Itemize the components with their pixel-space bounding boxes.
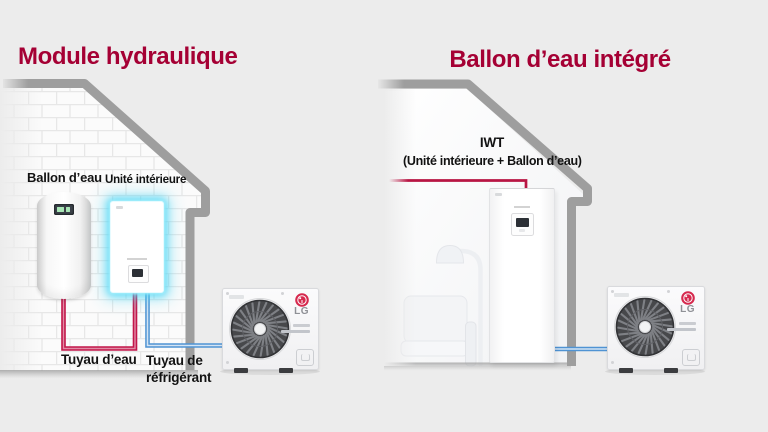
spec-sticker: [229, 295, 244, 299]
indoor-unit: [110, 201, 164, 293]
iwt-screen: [515, 217, 529, 227]
left-roof-tip-fade: [0, 76, 28, 90]
outdoor-unit-right: LG: [607, 286, 705, 373]
indoor-unit-label-line: [127, 258, 147, 260]
refrigerant-pipe-label-line1: Tuyau de: [146, 353, 203, 368]
lg-logo-plate-icon: [495, 193, 502, 196]
lg-brand-text: LG: [680, 304, 695, 315]
tank-display-digits: [57, 207, 64, 212]
unit-foot: [619, 368, 633, 373]
refrigerant-pipe-left-highlight: [146, 287, 228, 347]
right-roof-tip-fade: [376, 77, 404, 91]
iwt-button: [519, 228, 525, 232]
screw-icon: [281, 292, 284, 295]
fan-icon: [229, 298, 291, 360]
model-text-bar: [667, 328, 696, 331]
left-wall-fade: [0, 86, 42, 372]
indoor-unit-screen: [132, 269, 143, 277]
floor-lamp-shade: [435, 244, 465, 264]
fan-icon: [614, 296, 676, 358]
access-panel: [682, 349, 700, 366]
iwt-label-line: [514, 206, 530, 208]
iwt-leader-line: [389, 179, 528, 189]
access-panel-handle: [686, 354, 696, 361]
right-house-outline: [378, 79, 592, 366]
screw-icon: [226, 361, 229, 364]
indoor-unit-label: Unité intérieure: [105, 174, 187, 186]
left-house-brick-wall: [0, 88, 202, 371]
tank-label: Ballon d’eau: [27, 170, 102, 185]
right-wall-fade: [384, 85, 416, 366]
outdoor-unit-left: LG: [222, 288, 319, 373]
iwt-sublabel: (Unité intérieure + Ballon d’eau): [403, 154, 582, 168]
left-floor-shadow: [0, 370, 198, 379]
access-panel-handle: [300, 354, 310, 361]
right-floor-shadow: [384, 362, 571, 371]
water-tank: [37, 192, 91, 299]
tank-display-digits: [66, 207, 70, 212]
model-text-bar: [281, 330, 310, 333]
side-panel: [465, 321, 477, 367]
spec-sticker: [614, 293, 629, 297]
model-text-bar: [293, 324, 310, 327]
right-section-title: Ballon d’eau intégré: [449, 46, 671, 73]
unit-foot: [279, 368, 293, 373]
lg-brand-text: LG: [294, 306, 309, 317]
lg-badge-icon: [295, 293, 309, 307]
screw-icon: [667, 290, 670, 293]
unit-foot: [664, 368, 678, 373]
floor-lamp-pole: [449, 248, 483, 367]
water-pipe-highlight: [62, 287, 136, 350]
refrigerant-pipe-label: Tuyau de réfrigérant: [146, 352, 212, 386]
screw-icon: [226, 292, 229, 295]
screw-icon: [611, 361, 614, 364]
indoor-unit-controller: [128, 265, 149, 283]
model-text-bar: [679, 322, 696, 325]
tank-display: [54, 204, 74, 215]
unit-foot: [234, 368, 248, 373]
iwt-controller: [511, 213, 534, 236]
lg-badge-icon: [681, 291, 695, 305]
left-section-title: Module hydraulique: [18, 43, 238, 70]
access-panel: [296, 349, 314, 366]
screw-icon: [611, 290, 614, 293]
iwt-unit: [489, 188, 555, 363]
left-house-outline: [3, 79, 210, 370]
lg-logo-plate-icon: [116, 206, 123, 209]
iwt-label: IWT: [479, 135, 505, 150]
refrigerant-pipe-label-line2: réfrigérant: [146, 370, 212, 385]
water-pipe-label: Tuyau d’eau: [61, 352, 137, 367]
